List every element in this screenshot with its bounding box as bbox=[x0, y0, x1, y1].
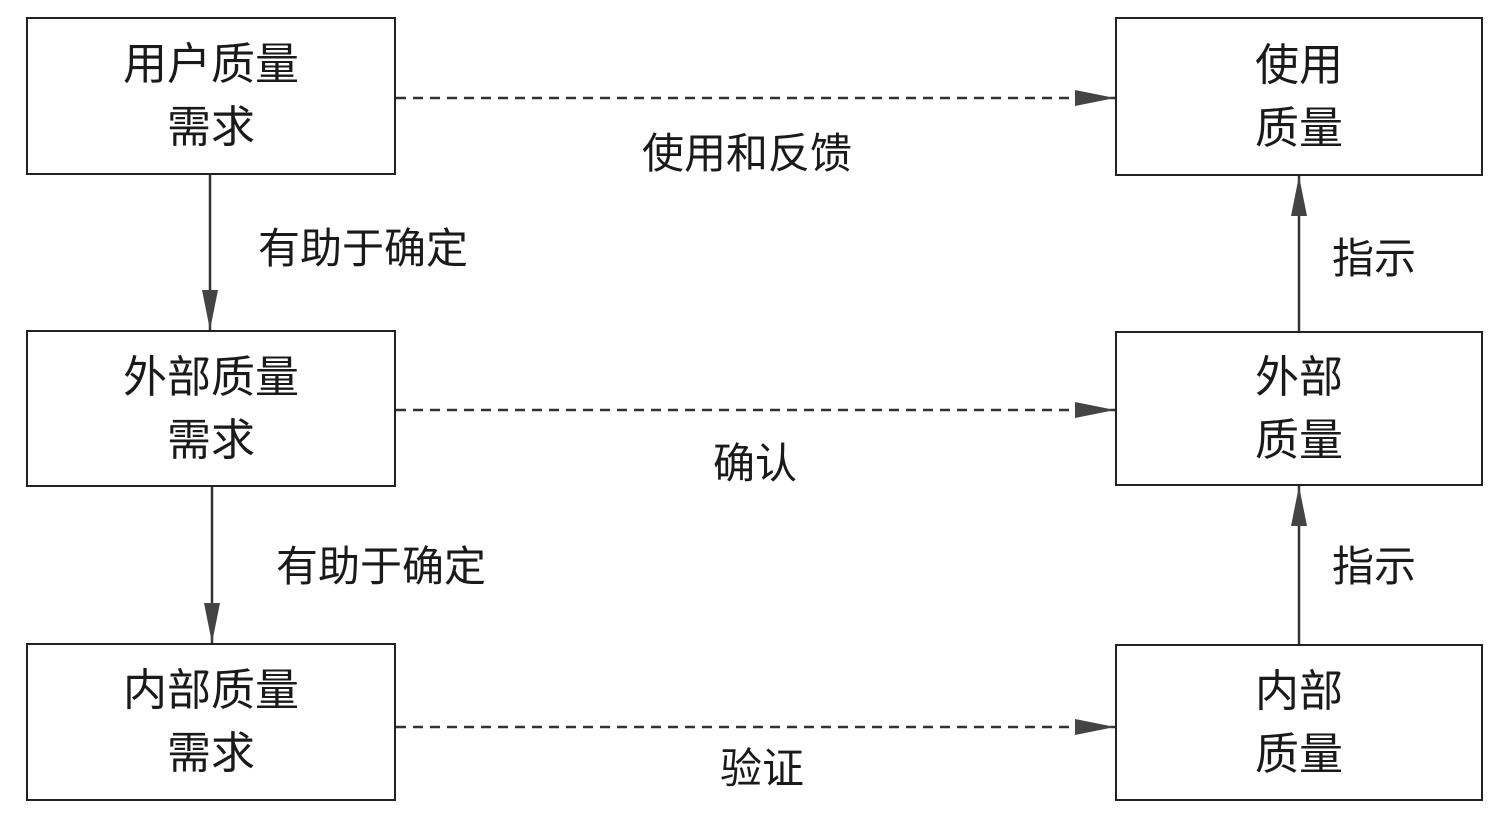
box-line: 内部 bbox=[1255, 665, 1343, 717]
label-indicates-top: 指示 bbox=[1332, 234, 1417, 283]
box-line: 需求 bbox=[167, 414, 255, 466]
box-line: 需求 bbox=[167, 728, 255, 779]
box-line: 内部质量 bbox=[123, 665, 299, 716]
external-quality-requirement-box: 外部质量 需求 bbox=[26, 330, 396, 487]
quality-in-use-box: 使用 质量 bbox=[1115, 17, 1483, 176]
label-helps-determine-top: 有助于确定 bbox=[258, 224, 469, 273]
user-quality-requirement-box: 用户质量 需求 bbox=[26, 17, 396, 175]
box-line: 质量 bbox=[1255, 102, 1343, 154]
label-indicates-bottom: 指示 bbox=[1332, 542, 1417, 591]
box-line: 使用 bbox=[1255, 39, 1343, 91]
label-use-feedback: 使用和反馈 bbox=[642, 129, 853, 178]
box-line: 用户质量 bbox=[123, 39, 299, 90]
external-quality-box: 外部 质量 bbox=[1115, 331, 1483, 486]
box-line: 需求 bbox=[167, 102, 255, 153]
label-validation: 确认 bbox=[713, 439, 798, 488]
label-helps-determine-bottom: 有助于确定 bbox=[276, 542, 487, 591]
box-line: 外部质量 bbox=[123, 351, 299, 403]
box-line: 质量 bbox=[1255, 728, 1343, 780]
internal-quality-requirement-box: 内部质量 需求 bbox=[26, 643, 396, 801]
label-verification: 验证 bbox=[720, 744, 805, 793]
box-line: 质量 bbox=[1255, 414, 1343, 466]
box-line: 外部 bbox=[1255, 351, 1343, 403]
internal-quality-box: 内部 质量 bbox=[1115, 644, 1483, 801]
